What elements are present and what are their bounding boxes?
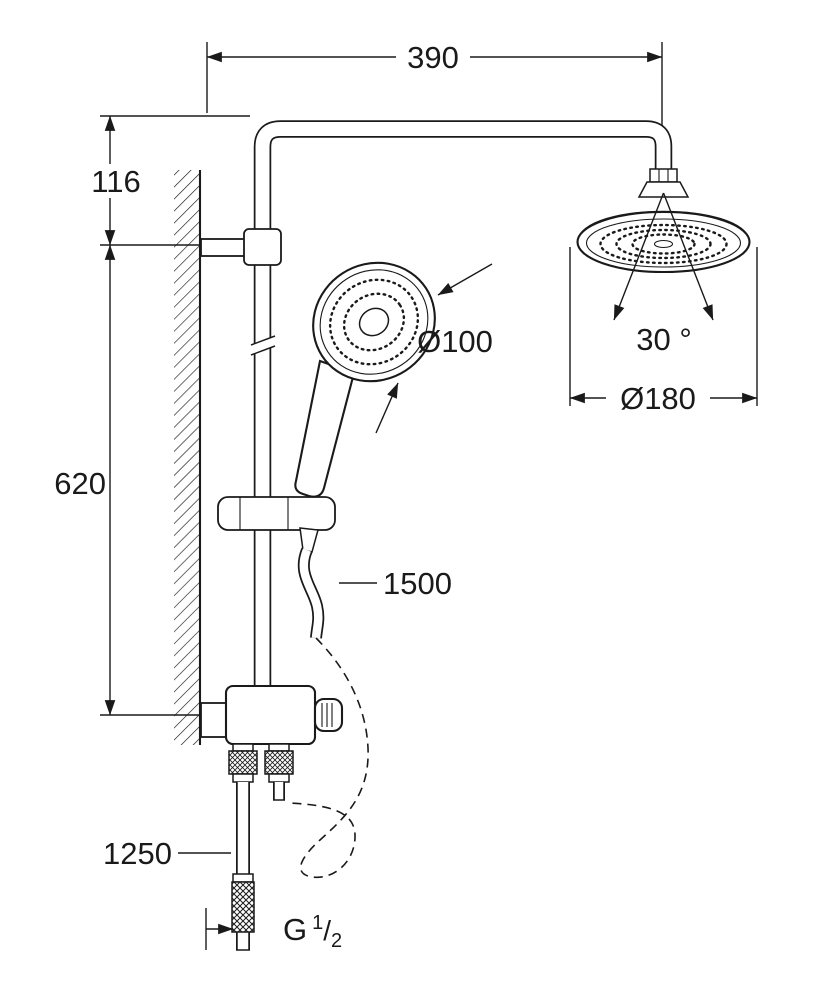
supply-hose bbox=[231, 782, 285, 951]
label-backdrop bbox=[396, 41, 470, 73]
dim-620-label: 620 bbox=[54, 466, 106, 501]
swivel-nut bbox=[649, 168, 678, 183]
angle-line bbox=[662, 192, 714, 321]
leader-arrow bbox=[437, 263, 493, 296]
leader-arrow bbox=[375, 382, 399, 434]
dim-1500-label: 1500 bbox=[383, 566, 452, 601]
hose-slack-loop bbox=[287, 637, 369, 879]
dimension-hose-length: 1500 bbox=[339, 566, 452, 601]
shower-pipe bbox=[250, 120, 673, 694]
hose-cone bbox=[299, 527, 319, 553]
thread-prefix: G bbox=[283, 912, 307, 947]
thread-numerator: 1 bbox=[312, 912, 323, 934]
outlet-collar bbox=[268, 773, 290, 783]
thread-slash: / bbox=[323, 915, 331, 946]
nozzle-ring bbox=[342, 292, 406, 352]
hand-shower-face bbox=[312, 261, 436, 383]
pipe-break-gap bbox=[251, 336, 275, 355]
shower-hose bbox=[287, 547, 369, 879]
dim-d100-label: Ø100 bbox=[417, 324, 493, 359]
swivel-cone bbox=[637, 181, 690, 198]
wall-hatching bbox=[174, 170, 200, 745]
face-outline bbox=[312, 261, 436, 383]
outlet-stub bbox=[232, 743, 254, 752]
spray-face-rim bbox=[585, 218, 742, 268]
dimension-supply-length: 1250 bbox=[103, 836, 231, 871]
spray-face-hub bbox=[653, 239, 674, 249]
dim-116-label: 116 bbox=[91, 164, 140, 199]
angle-line bbox=[613, 192, 665, 321]
handle bbox=[294, 359, 356, 498]
hose-inner bbox=[299, 548, 323, 639]
outlet-collar bbox=[232, 773, 254, 783]
valve-body bbox=[224, 684, 317, 746]
thread-denominator: 2 bbox=[331, 930, 342, 952]
diverter-knob bbox=[313, 697, 344, 733]
hand-shower-holder bbox=[217, 496, 336, 531]
dimension-top-width: 390 bbox=[206, 40, 663, 170]
pipe-break-line bbox=[250, 345, 276, 356]
nozzle-ring bbox=[328, 278, 420, 366]
hand-shower bbox=[294, 261, 436, 553]
label-backdrop bbox=[606, 382, 710, 414]
diverter-body bbox=[200, 684, 344, 783]
hose-ferrule bbox=[232, 873, 254, 883]
top-wall-bracket bbox=[200, 228, 282, 266]
dim-30deg-label: 30 ° bbox=[636, 322, 692, 357]
face-rim bbox=[319, 269, 429, 375]
wall-union bbox=[200, 702, 229, 738]
dim-390-label: 390 bbox=[407, 40, 459, 75]
outlet-stub bbox=[268, 743, 290, 752]
nozzle-ring bbox=[599, 223, 728, 265]
pipe-inner bbox=[255, 122, 671, 694]
pipe-break-line bbox=[250, 335, 276, 346]
label-backdrop bbox=[86, 164, 146, 198]
bracket-clamp bbox=[243, 228, 282, 266]
dimension-swivel-angle: 30 ° bbox=[613, 192, 714, 357]
dimension-left-chain: 116 620 bbox=[54, 115, 250, 716]
braided-section bbox=[231, 881, 255, 933]
dimension-hand-diameter: Ø100 bbox=[375, 263, 493, 434]
face-hub bbox=[358, 307, 390, 337]
union-nut bbox=[264, 750, 294, 775]
spray-face bbox=[576, 210, 751, 274]
holder-body bbox=[217, 496, 336, 531]
head-shower bbox=[576, 168, 751, 274]
dim-d180-label: Ø180 bbox=[620, 381, 696, 416]
dimension-head-diameter: Ø180 bbox=[569, 247, 758, 416]
dim-1250-label: 1250 bbox=[103, 836, 172, 871]
union-nut bbox=[228, 750, 258, 775]
nozzle-ring bbox=[631, 233, 696, 255]
nozzle-ring bbox=[615, 228, 712, 260]
